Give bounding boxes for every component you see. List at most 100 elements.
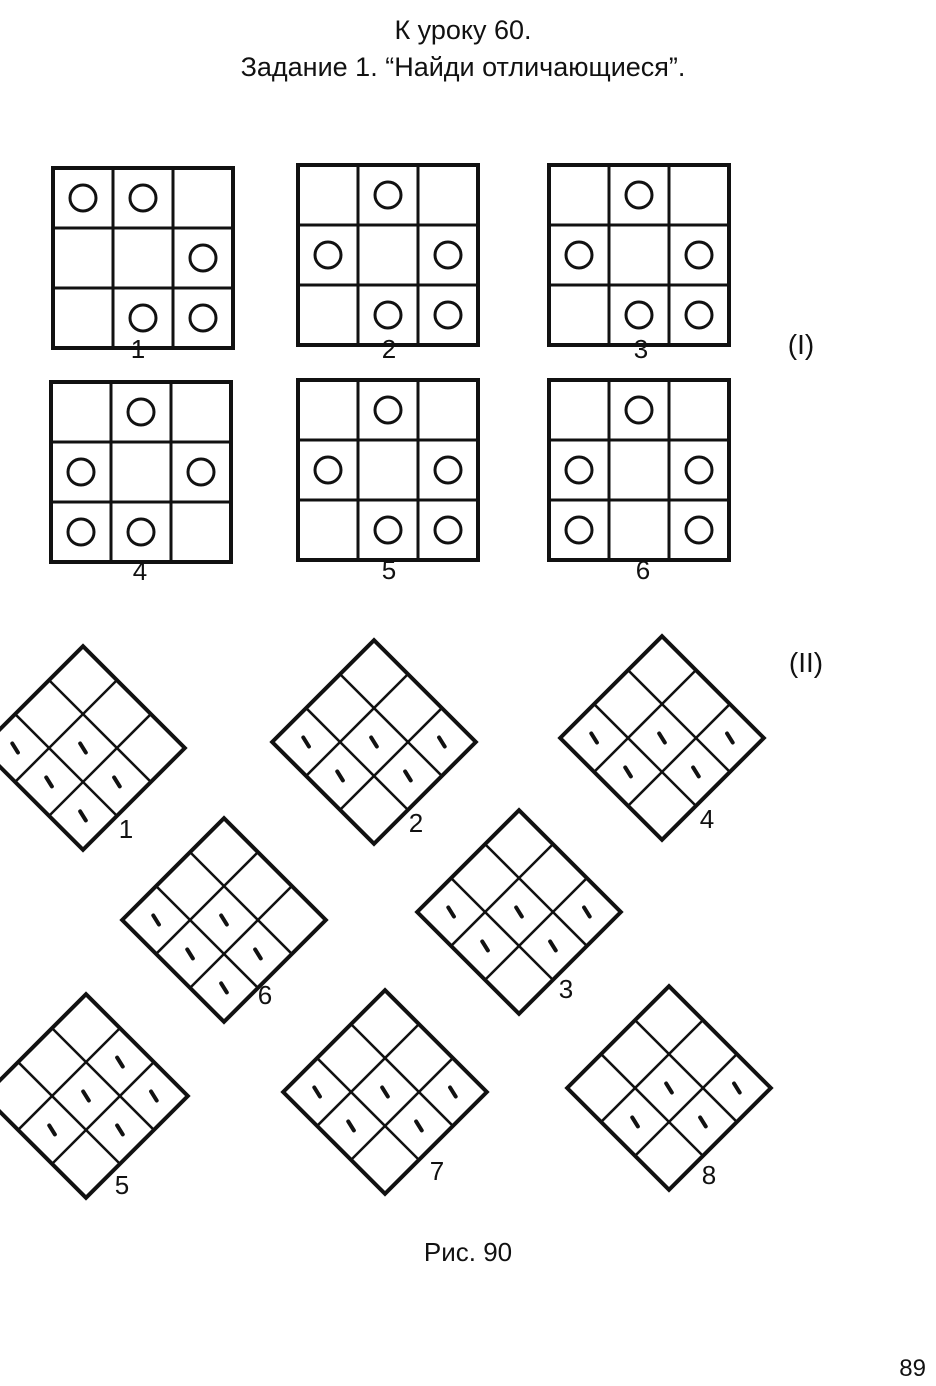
lesson-title: К уроку 60. [394, 15, 532, 45]
diamond-line [305, 673, 409, 777]
diamond-number: 1 [119, 814, 133, 844]
grid-4: 4 [49, 380, 233, 586]
diamond-4: 4 [557, 633, 767, 843]
dash-mark [514, 905, 524, 919]
dash-mark [115, 1123, 125, 1137]
dash-mark [301, 735, 311, 749]
diamond-line [600, 1019, 704, 1123]
diamond-line [339, 673, 443, 777]
circle-mark [186, 457, 216, 487]
circle-mark [68, 183, 98, 213]
part-1-label: (I) [788, 329, 814, 360]
diamond-line [634, 1019, 738, 1123]
diamond-line [48, 679, 152, 783]
dash-mark [335, 769, 345, 783]
diamond-line [51, 1027, 155, 1131]
diamond-line [627, 669, 731, 773]
part-1-grids: 1 2 3 4 5 6 [49, 163, 731, 586]
dash-mark [219, 913, 229, 927]
dash-mark [44, 775, 54, 789]
circle-mark [126, 397, 156, 427]
grid-frame [51, 166, 235, 350]
diamond-line [593, 703, 697, 807]
diamond-7: 7 [280, 987, 490, 1197]
dash-mark [480, 939, 490, 953]
diamond-line [450, 877, 554, 981]
dash-mark [115, 1055, 125, 1069]
grid-number: 5 [382, 555, 396, 585]
circle-mark [564, 455, 594, 485]
dash-mark [448, 1085, 458, 1099]
diamond-line [316, 1057, 420, 1161]
dash-mark [346, 1119, 356, 1133]
diamond-line [17, 1027, 121, 1131]
circle-mark [433, 240, 463, 270]
dash-mark [403, 769, 413, 783]
dash-mark [380, 1085, 390, 1099]
diamond-line [189, 851, 293, 955]
dash-mark [149, 1089, 159, 1103]
grid-frame [296, 378, 480, 562]
diamond-number: 3 [559, 974, 573, 1004]
diamond-line [450, 843, 554, 947]
diamond-2: 2 [269, 637, 479, 847]
dash-mark [446, 905, 456, 919]
grid-6: 6 [547, 378, 731, 585]
grid-3: 3 [547, 163, 731, 364]
circle-mark [126, 517, 156, 547]
dash-mark [664, 1081, 674, 1095]
grid-frame [49, 380, 233, 564]
circle-mark [313, 240, 343, 270]
circle-mark [66, 457, 96, 487]
diamond-line [339, 707, 443, 811]
circle-mark [564, 515, 594, 545]
circle-mark [128, 183, 158, 213]
diamond-line [305, 707, 409, 811]
circle-mark [188, 303, 218, 333]
dash-mark [253, 947, 263, 961]
dash-mark [414, 1119, 424, 1133]
circle-mark [188, 243, 218, 273]
dash-mark [47, 1123, 57, 1137]
diamond-number: 7 [430, 1156, 444, 1186]
circle-mark [66, 517, 96, 547]
circle-mark [313, 455, 343, 485]
diamond-line [189, 885, 293, 989]
grid-2: 2 [296, 163, 480, 364]
part-2-diamonds: 1 2 4 6 3 5 7 8 [0, 633, 774, 1201]
dash-mark [589, 731, 599, 745]
dash-mark [732, 1081, 742, 1095]
diamond-line [155, 885, 259, 989]
dash-mark [112, 775, 122, 789]
grid-number: 3 [634, 334, 648, 364]
diamond-line [627, 703, 731, 807]
dash-mark [437, 735, 447, 749]
dash-mark [698, 1115, 708, 1129]
grid-frame [296, 163, 480, 347]
diamond-number: 6 [258, 980, 272, 1010]
diamond-number: 5 [115, 1170, 129, 1200]
dash-mark [657, 731, 667, 745]
diamond-6: 6 [119, 815, 329, 1025]
circle-mark [373, 515, 403, 545]
dash-mark [185, 947, 195, 961]
circle-mark [624, 300, 654, 330]
circle-mark [684, 240, 714, 270]
diamond-line [51, 1061, 155, 1165]
diamond-line [593, 669, 697, 773]
diamond-5: 5 [0, 991, 191, 1201]
dash-mark [10, 741, 20, 755]
diamond-line [484, 877, 588, 981]
diamond-line [14, 713, 118, 817]
grid-number: 4 [133, 556, 147, 586]
diamond-line [484, 843, 588, 947]
dash-mark [78, 809, 88, 823]
diamond-number: 4 [700, 804, 714, 834]
diamond-number: 8 [702, 1160, 716, 1190]
figure-caption: Рис. 90 [423, 1237, 513, 1267]
diamond-frame [0, 991, 191, 1201]
diamond-line [17, 1061, 121, 1165]
circle-mark [433, 455, 463, 485]
dash-mark [81, 1089, 91, 1103]
grid-frame [547, 163, 731, 347]
